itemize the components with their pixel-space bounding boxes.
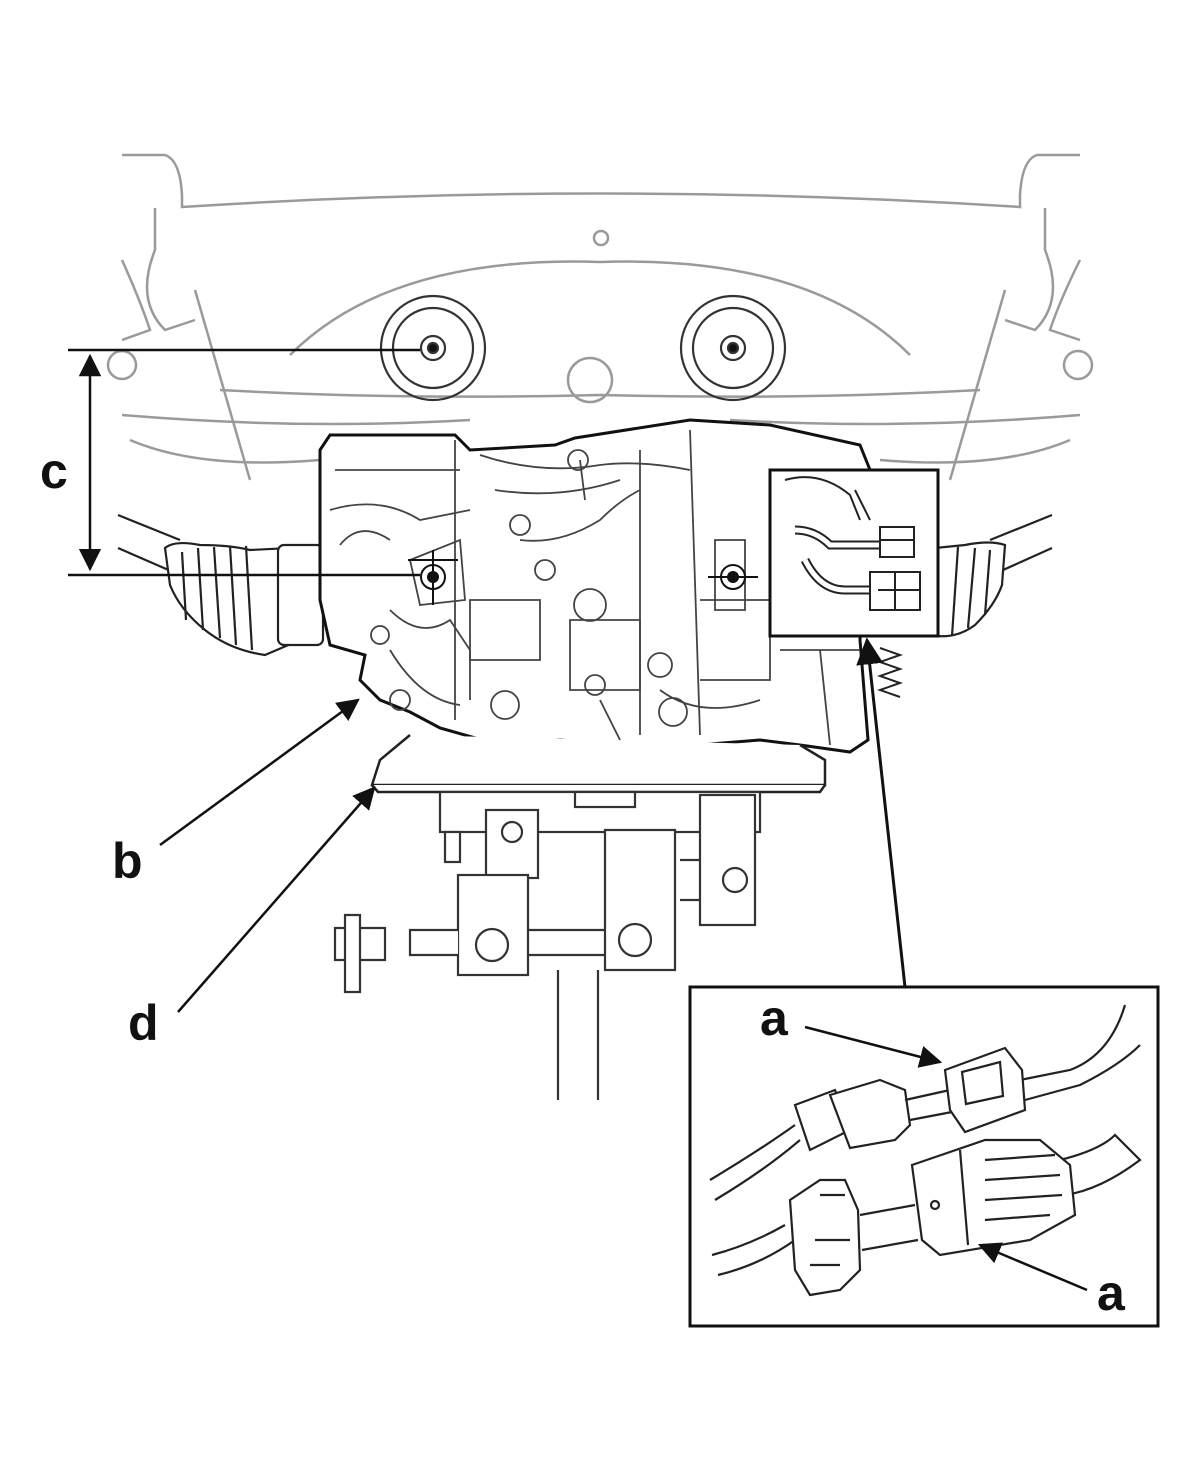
detail-inset (688, 985, 1160, 1328)
dimension-c (68, 348, 420, 577)
label-c: c (40, 443, 68, 499)
leader-d (177, 786, 376, 1013)
mount-bushing-left (379, 294, 487, 402)
transmission-details (329, 429, 860, 746)
label-b: b (112, 833, 143, 889)
leader-inset (856, 637, 907, 988)
label-a-bottom: a (1097, 1265, 1126, 1321)
driveshaft-right (928, 513, 1053, 638)
connector-window-details (784, 476, 921, 611)
label-a-top: a (760, 990, 789, 1046)
jack-stand (333, 790, 762, 1100)
wire-coil (876, 647, 904, 698)
transmission-bolts (408, 550, 758, 605)
leader-b (159, 698, 360, 847)
leader-a-top (804, 1025, 943, 1068)
mount-bushing-right (679, 294, 787, 402)
label-d: d (128, 995, 159, 1051)
jack-plate (370, 734, 827, 794)
subframe-outline (106, 153, 1094, 481)
leader-a-bottom (977, 1242, 1088, 1292)
driveshaft-left (117, 513, 325, 657)
